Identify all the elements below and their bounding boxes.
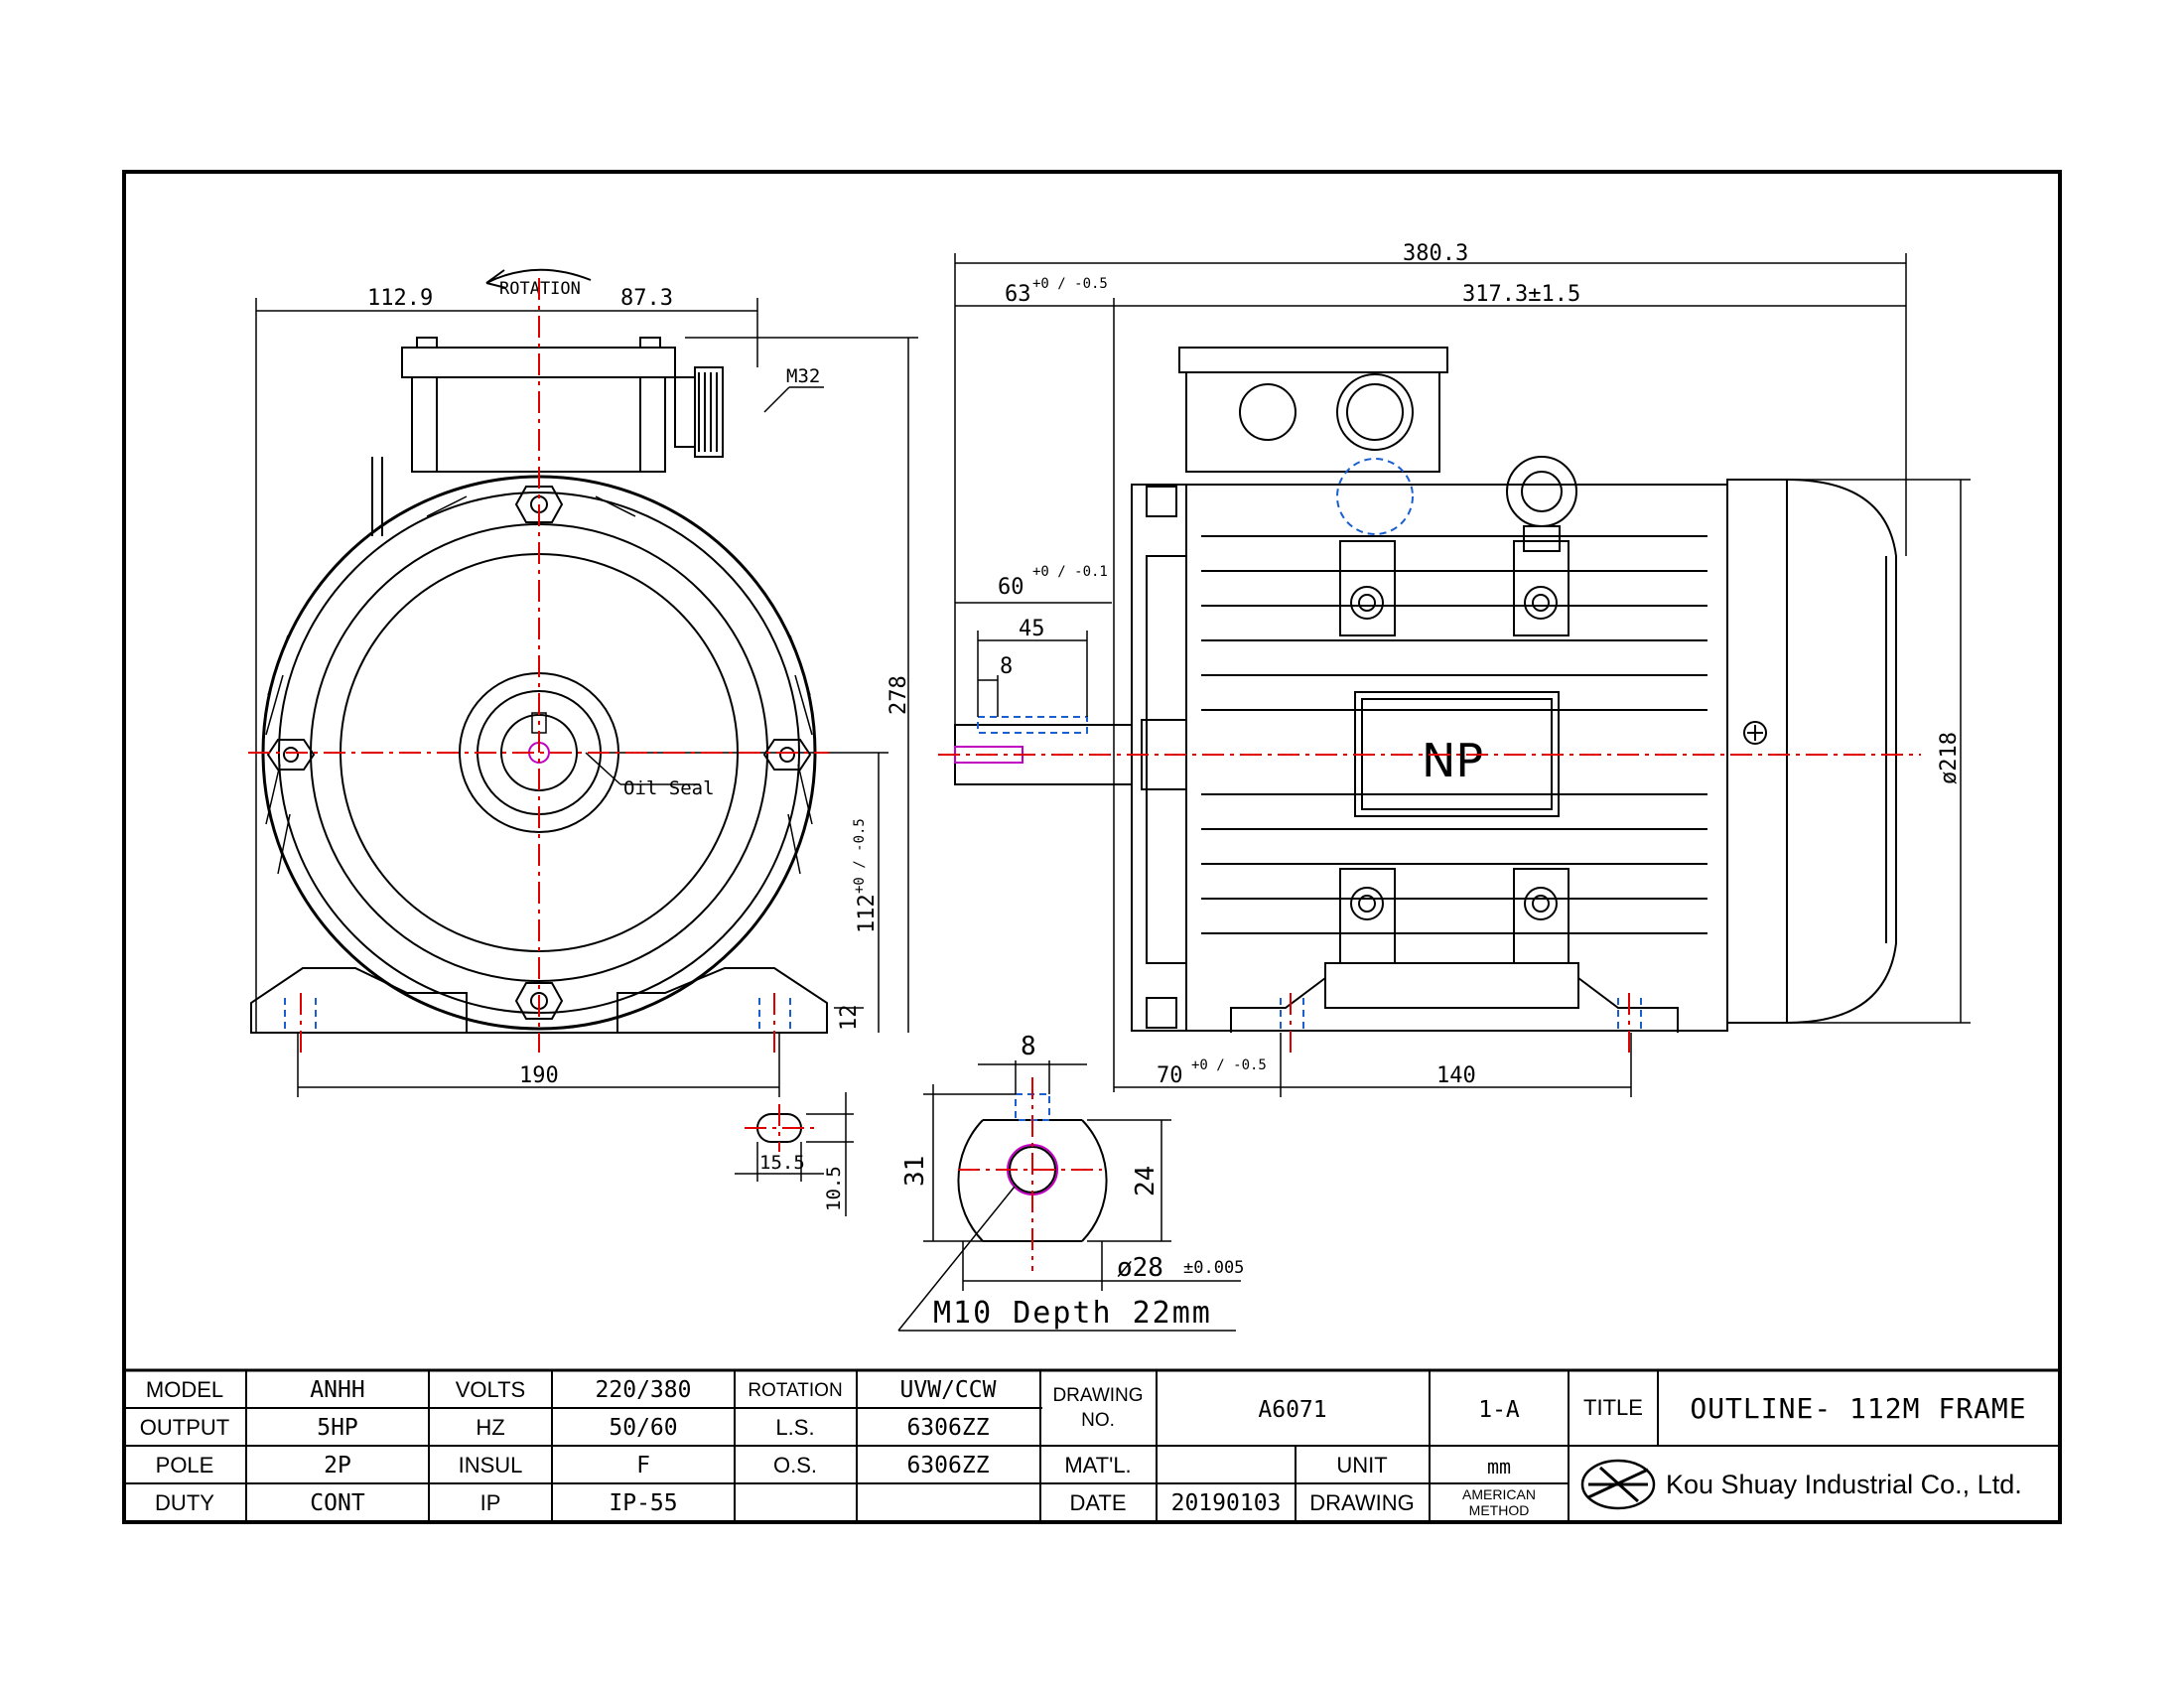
tb-r3-v1: CONT	[310, 1490, 365, 1516]
dim-diameter: ø218	[1937, 732, 1962, 784]
dim-right-width: 87.3	[620, 286, 673, 311]
dim-total-height: 278	[887, 675, 911, 715]
cable-gland-label: M32	[786, 365, 820, 387]
tb-material-label: MAT'L.	[1064, 1453, 1131, 1477]
tb-r0-k1: MODEL	[146, 1377, 223, 1402]
tb-revision: 1-A	[1478, 1397, 1520, 1423]
dim-foot-offset: 70	[1157, 1063, 1183, 1088]
sheet-border	[122, 170, 2062, 1524]
tb-r2-v2: F	[636, 1453, 650, 1478]
kou-shuay-logo-icon	[1580, 1459, 1656, 1510]
dim-foot-offset-tol: +0 / -0.5	[1191, 1057, 1267, 1073]
tb-r2-k1: POLE	[156, 1453, 214, 1477]
slot-width-label: 15.5	[759, 1152, 805, 1174]
tb-r3-v2: IP-55	[609, 1490, 677, 1516]
dim-shaft-height: 112	[855, 894, 880, 933]
nameplate-label: NP	[1422, 734, 1483, 787]
key-width-label: 8	[1021, 1032, 1036, 1061]
dim-foot-spacing: 190	[519, 1063, 559, 1088]
dim-key-offset: 8	[1000, 654, 1013, 679]
dim-shaft-length-tol: +0 / -0.5	[1032, 276, 1108, 292]
shaft-diameter-tol: ±0.005	[1183, 1258, 1244, 1278]
tb-r0-v1: ANHH	[310, 1377, 364, 1403]
tb-r2-v3: 6306ZZ	[906, 1453, 989, 1478]
tb-r2-v1: 2P	[324, 1453, 351, 1478]
dim-key-length: 60	[998, 575, 1024, 600]
tb-date-label: DATE	[1069, 1490, 1126, 1515]
slot-detail-view: 15.5 10.5	[735, 1092, 854, 1216]
tb-r0-k2: VOLTS	[456, 1377, 526, 1402]
tb-r2-k3: O.S.	[773, 1453, 817, 1477]
dim-shaft-height-tol: +0 / -0.5	[852, 818, 868, 894]
tb-r1-k2: HZ	[476, 1415, 504, 1440]
tb-drawing-label: DRAWING	[1309, 1490, 1415, 1515]
dim-foot-spacing-side: 140	[1436, 1063, 1476, 1088]
key-depth-label: 31	[900, 1156, 930, 1187]
shaft-section-view: 8 31 24 ø28 ±0.005 M10 Depth 22mm	[897, 1032, 1244, 1332]
front-view: ROTATION 112.9 87.3 M32 278 112 +0 / -0.…	[248, 268, 918, 1097]
dim-foot-thickness: 12	[837, 1005, 862, 1032]
dim-shaft-length: 63	[1005, 282, 1031, 307]
tb-r1-v3: 6306ZZ	[906, 1415, 989, 1441]
tb-unit-label: UNIT	[1336, 1453, 1387, 1477]
title-block: MODEL ANHH VOLTS 220/380 ROTATION UVW/CC…	[124, 1368, 2060, 1522]
dim-overall-length: 380.3	[1403, 241, 1468, 266]
tb-drawing-no-label-2: NO.	[1081, 1410, 1115, 1431]
tb-unit-value: mm	[1487, 1455, 1511, 1478]
tb-method-1: AMERICAN	[1462, 1486, 1536, 1502]
tb-r0-v2: 220/380	[596, 1377, 692, 1403]
tb-drawing-no-label-1: DRAWING	[1052, 1385, 1143, 1406]
oil-seal-label: Oil Seal	[623, 777, 715, 799]
shaft-flat-label: 24	[1131, 1166, 1160, 1196]
tb-r3-k2: IP	[480, 1490, 501, 1515]
dim-left-width: 112.9	[367, 286, 433, 311]
shaft-diameter-label: ø28	[1117, 1253, 1163, 1283]
company-name: Kou Shuay Industrial Co., Ltd.	[1666, 1470, 2022, 1499]
tb-r0-k3: ROTATION	[748, 1380, 842, 1401]
tb-method-2: METHOD	[1469, 1502, 1530, 1518]
slot-height-label: 10.5	[823, 1166, 845, 1211]
tb-r1-v1: 5HP	[317, 1415, 358, 1441]
dim-body-length: 317.3±1.5	[1462, 282, 1580, 307]
tb-r2-k2: INSUL	[459, 1453, 523, 1477]
tb-r1-v2: 50/60	[609, 1415, 677, 1441]
tb-r1-k1: OUTPUT	[140, 1415, 229, 1440]
tb-date-value: 20190103	[1171, 1490, 1282, 1516]
tb-title-label: TITLE	[1583, 1395, 1643, 1420]
tb-r1-k3: L.S.	[775, 1415, 814, 1440]
tb-r0-v3: UVW/CCW	[900, 1377, 997, 1403]
dim-key-length-tol: +0 / -0.1	[1032, 564, 1108, 580]
side-view: NP 380.3 63 +0 / -0.5	[938, 241, 1971, 1097]
thread-note: M10 Depth 22mm	[933, 1296, 1212, 1331]
dim-key-span: 45	[1019, 617, 1045, 641]
tb-drawing-no: A6071	[1258, 1397, 1326, 1423]
tb-r3-k1: DUTY	[155, 1490, 214, 1515]
tb-title: OUTLINE- 112M FRAME	[1690, 1392, 2026, 1425]
